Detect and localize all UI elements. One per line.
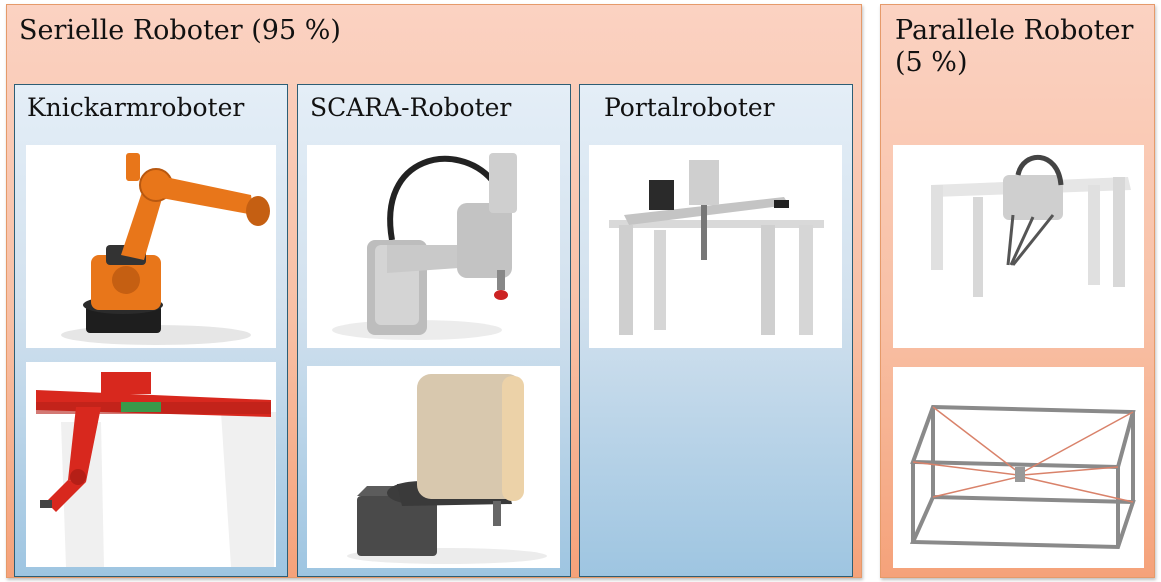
panel-scara-roboter-title: SCARA-Roboter	[310, 93, 512, 122]
gantry-robot-icon	[589, 145, 842, 348]
panel-knickarmroboter-title: Knickarmroboter	[27, 93, 245, 122]
scara-robot-gray-icon	[307, 145, 560, 348]
panel-portalroboter-title: Portalroboter	[604, 93, 775, 122]
serial-robots-title: Serielle Roboter (95 %)	[19, 15, 341, 46]
cable-robot-frame-icon	[893, 367, 1144, 568]
parallel-robots-title-line1: Parallele Roboter	[895, 15, 1134, 46]
scara-robot-beige-icon	[307, 366, 560, 568]
parallel-robots-title-line2: (5 %)	[895, 47, 968, 79]
parallel-robots-title: Parallele Roboter (5 %)	[895, 15, 1133, 80]
delta-robot-icon	[893, 145, 1144, 348]
articulated-robot-on-gantry-red-icon	[26, 362, 276, 567]
articulated-robot-orange-icon	[26, 145, 276, 348]
